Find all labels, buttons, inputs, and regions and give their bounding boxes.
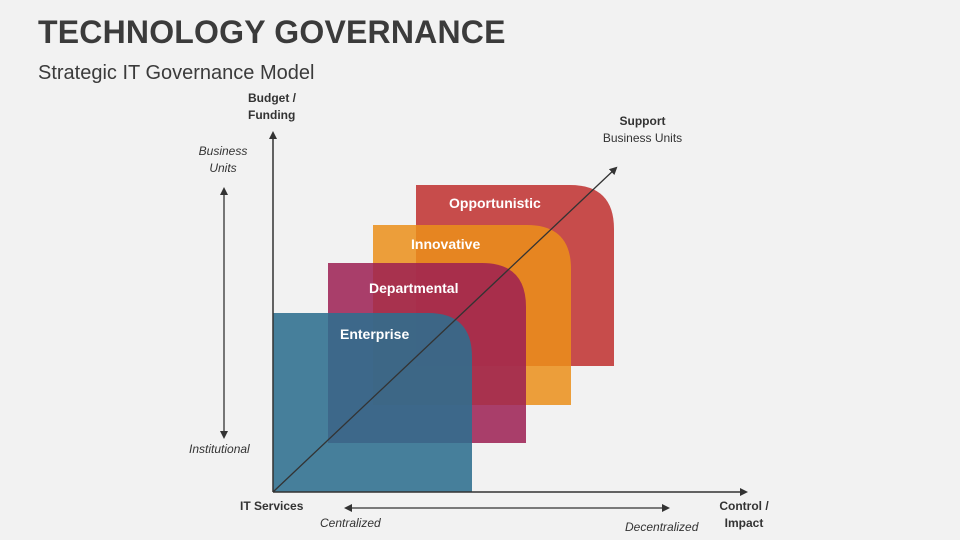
diagonal-axis-label-line1: Support	[619, 114, 666, 128]
origin-label: IT Services	[240, 499, 304, 513]
horizontal-scale-left-label: Centralized	[320, 516, 381, 530]
y-axis-label: Budget / Funding	[248, 90, 296, 124]
vertical-scale-top-line2: Units	[209, 161, 237, 175]
diagonal-axis	[272, 166, 618, 493]
panel-enterprise	[273, 313, 472, 492]
x-axis-label-line1: Control /	[719, 499, 769, 513]
x-axis-label-line2: Impact	[724, 516, 764, 530]
panel-label-enterprise: Enterprise	[340, 326, 410, 342]
y-axis-label-line2: Funding	[248, 108, 296, 122]
vertical-scale-bottom-label: Institutional	[189, 442, 250, 456]
panel-label-innovative: Innovative	[411, 236, 481, 252]
vertical-scale-top-line1: Business	[198, 144, 248, 158]
page-subtitle: Strategic IT Governance Model	[38, 62, 315, 84]
panel-label-opportunistic: Opportunistic	[449, 195, 541, 211]
panel-label-departmental: Departmental	[369, 280, 459, 296]
vertical-scale-top-label: Business Units	[190, 143, 256, 177]
x-axis-label: Control / Impact	[712, 498, 776, 532]
horizontal-scale-right-label: Decentralized	[625, 520, 699, 534]
y-axis-label-line1: Budget /	[248, 91, 296, 105]
diagonal-axis-label-line2: Business Units	[602, 131, 683, 145]
diagonal-axis-label: Support Business Units	[590, 113, 695, 147]
page-title: TECHNOLOGY GOVERNANCE	[38, 14, 506, 50]
